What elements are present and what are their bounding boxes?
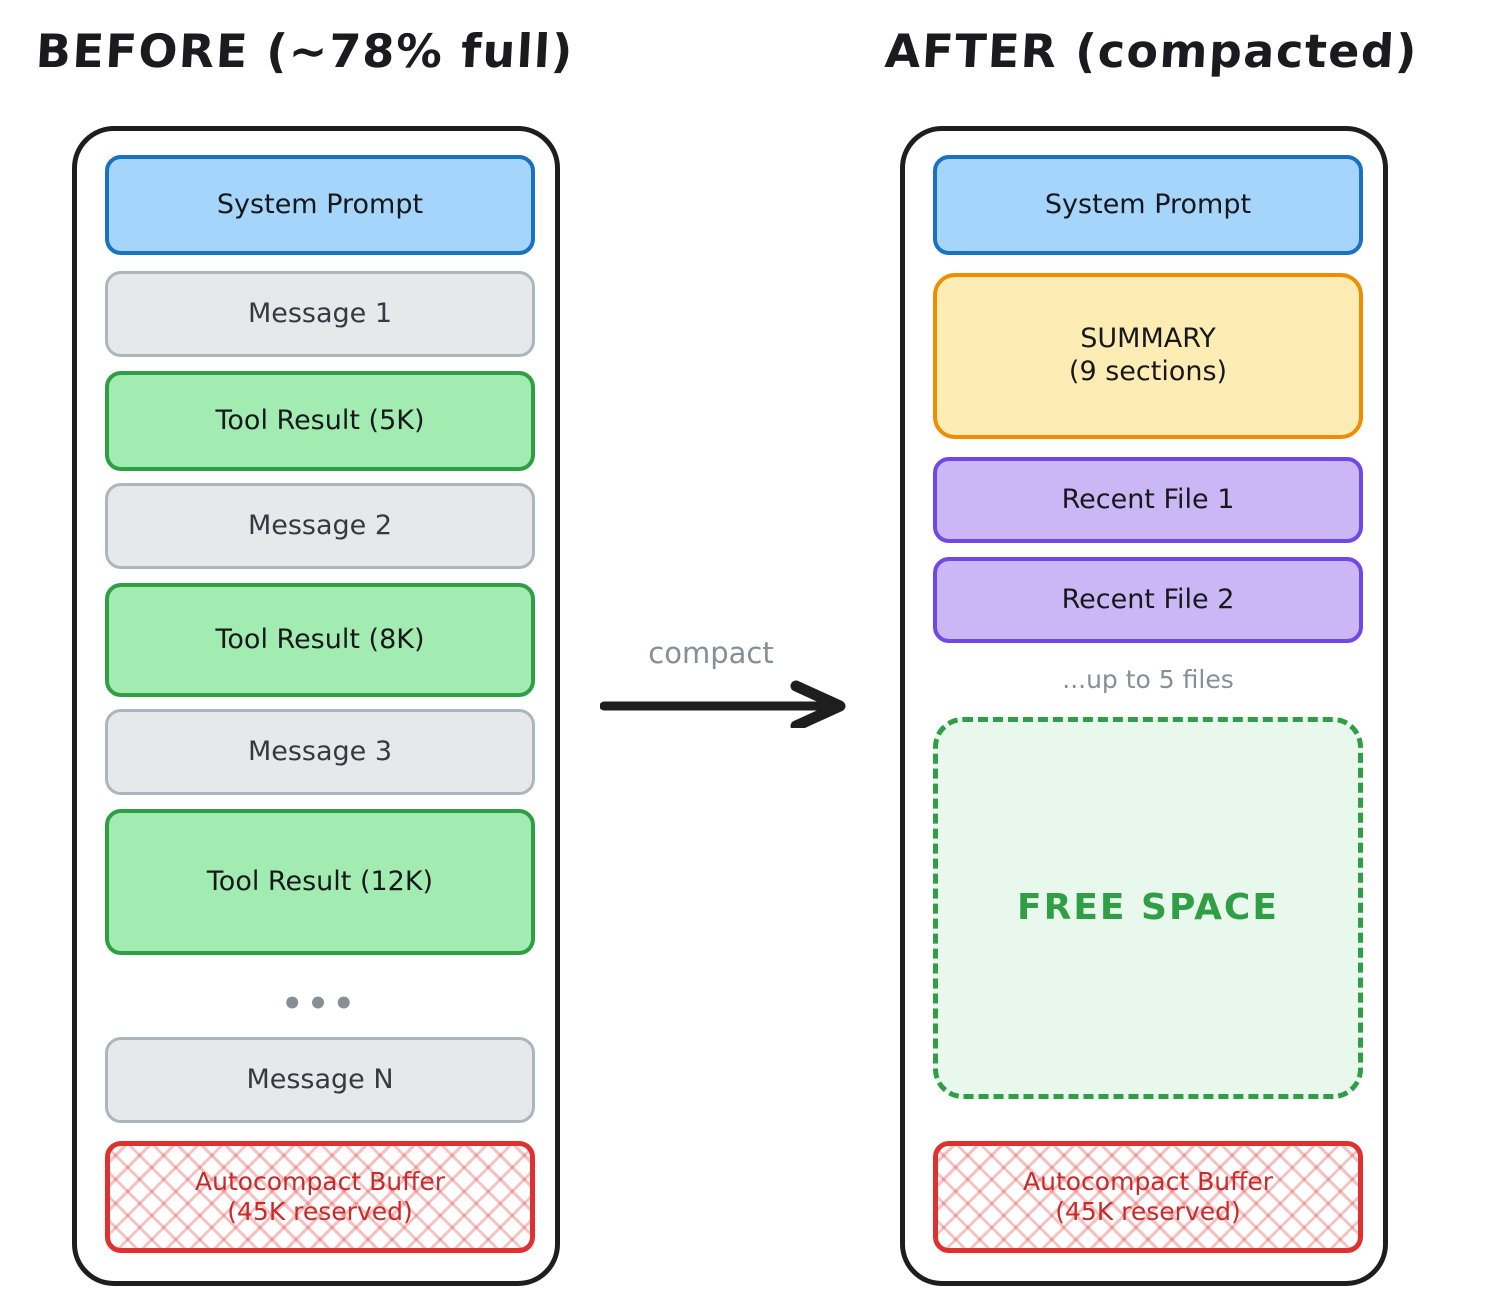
ellipsis-indicator: ••• (281, 984, 359, 1024)
block-autocompact-buffer[interactable]: Autocompact Buffer (45K reserved) (933, 1141, 1363, 1253)
free-space-label: FREE SPACE (1017, 887, 1279, 929)
page-title-after: AFTER (compacted) (883, 24, 1420, 78)
context-window-before: System Prompt Message 1 Tool Result (5K)… (72, 126, 560, 1286)
block-message-2[interactable]: Message 2 (105, 483, 535, 569)
block-message-n[interactable]: Message N (105, 1037, 535, 1123)
buffer-label-line1: Autocompact Buffer (1023, 1166, 1273, 1196)
block-summary[interactable]: SUMMARY (9 sections) (933, 273, 1363, 439)
block-system-prompt[interactable]: System Prompt (933, 155, 1363, 255)
summary-label-line1: SUMMARY (1080, 323, 1216, 355)
block-recent-file-1[interactable]: Recent File 1 (933, 457, 1363, 543)
block-recent-file-2[interactable]: Recent File 2 (933, 557, 1363, 643)
block-system-prompt[interactable]: System Prompt (105, 155, 535, 255)
buffer-label-line2: (45K reserved) (227, 1197, 413, 1226)
buffer-label-line1: Autocompact Buffer (195, 1166, 445, 1196)
block-tool-result-5k[interactable]: Tool Result (5K) (105, 371, 535, 471)
block-label: Message 2 (247, 509, 393, 541)
arrow-label: compact (648, 636, 774, 670)
block-label: Tool Result (8K) (215, 623, 425, 655)
block-tool-result-8k[interactable]: Tool Result (8K) (105, 583, 535, 697)
block-autocompact-buffer[interactable]: Autocompact Buffer (45K reserved) (105, 1141, 535, 1253)
block-label: Message N (246, 1063, 394, 1095)
block-message-3[interactable]: Message 3 (105, 709, 535, 795)
block-label: Tool Result (12K) (206, 865, 434, 897)
block-label: System Prompt (216, 188, 424, 220)
recent-files-note: ...up to 5 files (1062, 665, 1234, 694)
buffer-label-line2: (45K reserved) (1055, 1197, 1241, 1226)
block-free-space: FREE SPACE (933, 717, 1363, 1099)
compact-arrow-group: compact (600, 636, 852, 728)
block-label: Tool Result (5K) (215, 404, 425, 436)
block-label: Recent File 1 (1061, 483, 1235, 515)
page-title-before: BEFORE (~78% full) (34, 24, 576, 78)
block-label: Recent File 2 (1061, 583, 1235, 615)
block-label: System Prompt (1044, 188, 1252, 220)
block-label: Message 3 (247, 735, 393, 767)
arrow-right-icon (600, 680, 846, 728)
block-tool-result-12k[interactable]: Tool Result (12K) (105, 809, 535, 955)
block-label: Message 1 (247, 297, 393, 329)
context-window-after: System Prompt SUMMARY (9 sections) Recen… (900, 126, 1388, 1286)
block-message-1[interactable]: Message 1 (105, 271, 535, 357)
summary-label-line2: (9 sections) (1068, 356, 1228, 387)
